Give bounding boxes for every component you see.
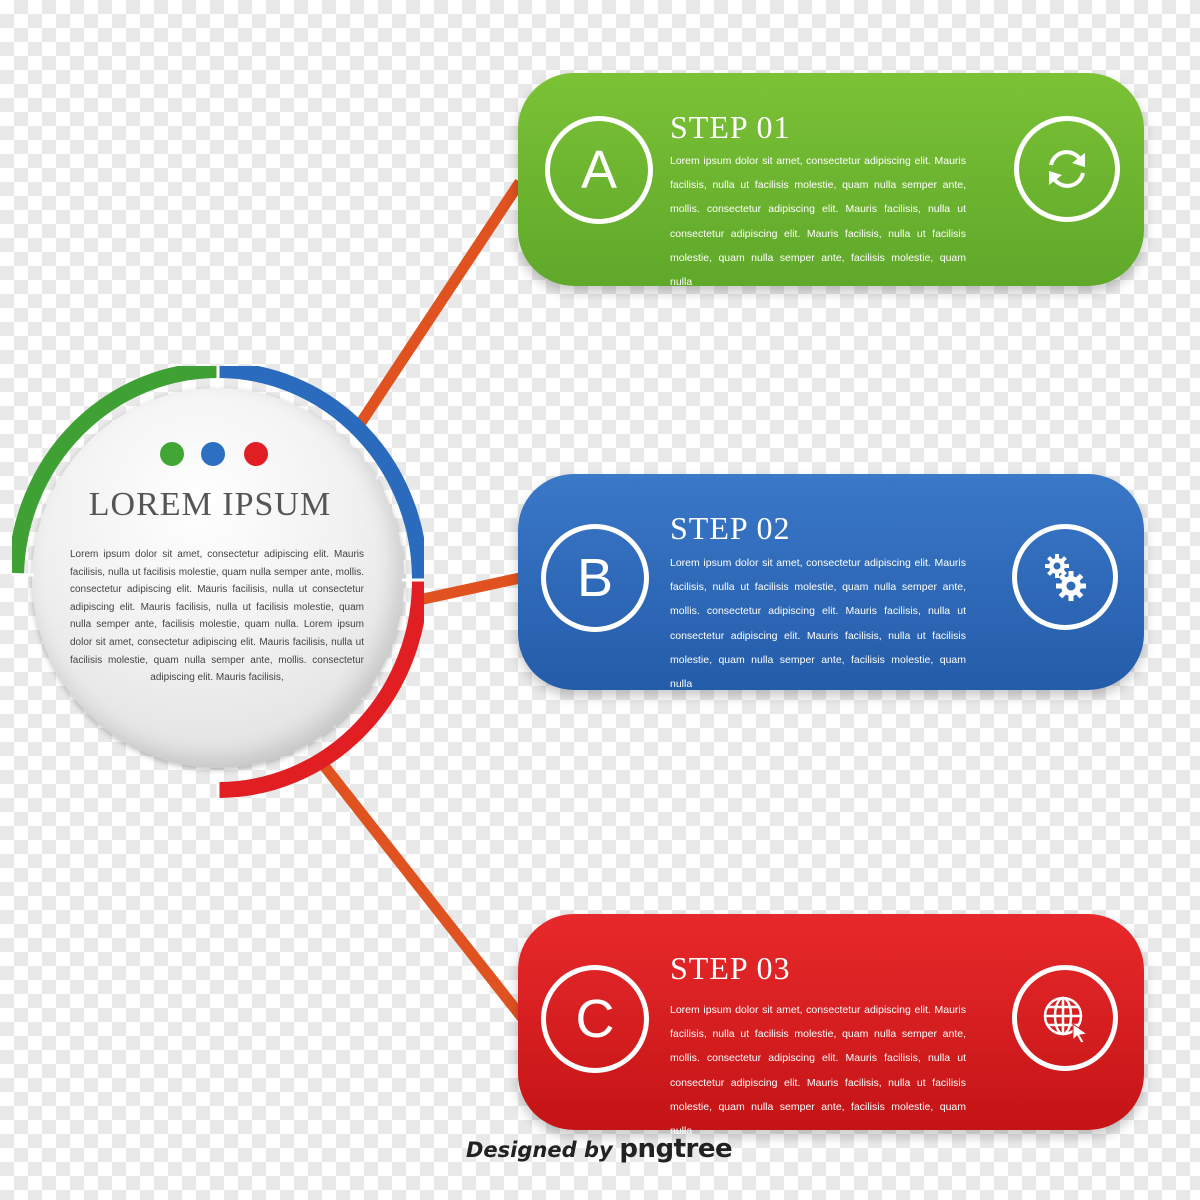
- connector-line-b: [412, 572, 522, 607]
- credit-prefix: Designed by: [466, 1138, 613, 1162]
- refresh-icon: [1014, 116, 1120, 222]
- step-card-b: B STEP 02 Lorem ipsum dolor sit amet, co…: [518, 474, 1144, 690]
- step-card-c: C STEP 03 Lorem ipsum dolor sit amet, co…: [518, 914, 1144, 1137]
- hub-dot-blue: [201, 442, 225, 466]
- gears-icon: [1012, 524, 1118, 630]
- hub-dot-green: [160, 442, 184, 466]
- designer-credit: Designed by pngtree: [466, 1134, 733, 1164]
- step-text-a: Lorem ipsum dolor sit amet, consectetur …: [670, 155, 966, 289]
- step-text-b: Lorem ipsum dolor sit amet, consectetur …: [670, 557, 966, 691]
- step-title-b: STEP 02: [670, 510, 791, 546]
- step-card-a: A STEP 01 Lorem ipsum dolor sit amet, co…: [518, 73, 1144, 288]
- step-title-a: STEP 01: [670, 109, 791, 145]
- hub-dot-red: [244, 442, 268, 466]
- globe-cursor-icon: [1012, 965, 1118, 1071]
- connector-line-c: [313, 754, 529, 1024]
- step-letter-c: C: [541, 965, 649, 1073]
- connector-line-a: [355, 178, 525, 428]
- hub-title: LOREM IPSUM: [88, 486, 332, 523]
- step-letter-a: A: [545, 116, 653, 224]
- hub-body-text: Lorem ipsum dolor sit amet, consectetur …: [70, 549, 364, 684]
- step-text-c: Lorem ipsum dolor sit amet, consectetur …: [670, 1004, 966, 1138]
- hub-ring: [12, 366, 424, 798]
- step-letter-b: B: [541, 524, 649, 632]
- credit-brand: pngtree: [619, 1134, 733, 1164]
- step-title-c: STEP 03: [670, 950, 791, 986]
